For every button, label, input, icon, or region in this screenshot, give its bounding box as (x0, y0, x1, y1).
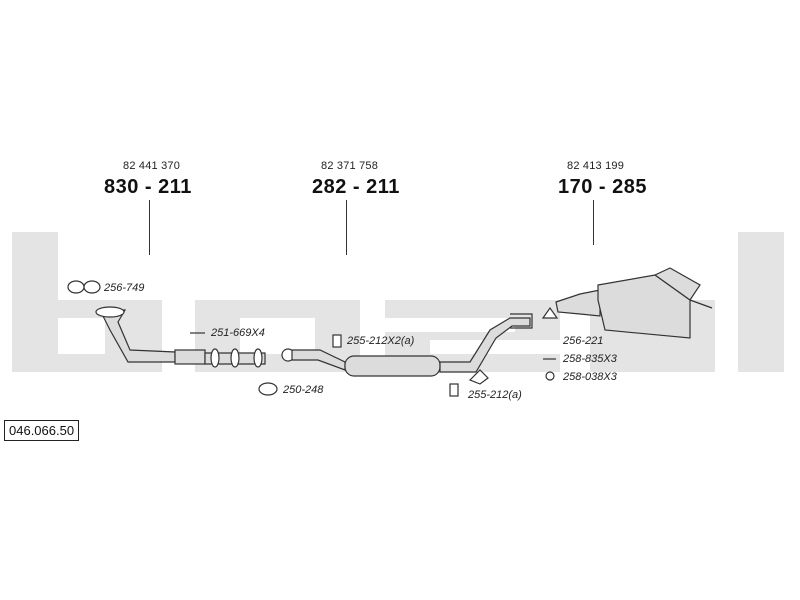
front-pipe (99, 309, 176, 363)
fitting-label: 251-669X4 (211, 327, 265, 339)
fitting-label: 256-221 (563, 335, 604, 347)
part-number-front-pipe: 830 - 211 (104, 176, 192, 198)
leader-line (346, 200, 347, 255)
front-pipe-flex (174, 349, 206, 365)
leader-line (593, 200, 594, 245)
gasket-icon (541, 306, 559, 319)
fitting-label: 255-212(a) (468, 389, 522, 401)
fitting-label: 255-212X2(a) (347, 335, 415, 347)
fitting-label: 256-749 (104, 282, 145, 294)
leader-line (149, 200, 150, 255)
center-silencer (344, 355, 441, 377)
fitting-label: 258-835X3 (563, 353, 617, 365)
hanger-icon (449, 383, 459, 397)
center-pipe-outlet (439, 317, 531, 373)
nut-icon (545, 371, 555, 381)
gasket-icon (67, 280, 85, 294)
center-pipe-inlet (291, 349, 346, 371)
diagram-code: 046.066.50 (4, 420, 80, 441)
rear-pipe (555, 289, 601, 317)
part-number-center-pipe: 282 - 211 (312, 176, 400, 198)
oe-number-front-pipe: 82 441 370 (123, 160, 181, 172)
hanger-icon (332, 334, 342, 348)
oe-number-rear-silencer: 82 413 199 (567, 160, 625, 172)
fitting-label: 250-248 (283, 384, 324, 396)
fitting-label: 258-038X3 (563, 371, 617, 383)
oe-number-center-pipe: 82 371 758 (321, 160, 379, 172)
clamp-icon (258, 382, 278, 396)
part-number-rear-silencer: 170 - 285 (558, 176, 648, 198)
